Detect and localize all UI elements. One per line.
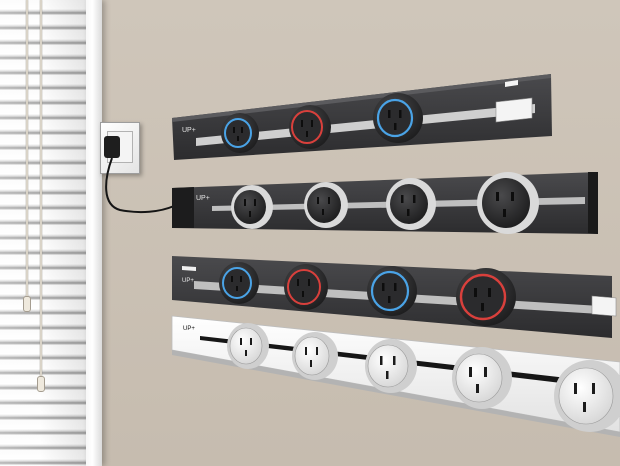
blind-cord[interactable] bbox=[40, 0, 42, 380]
window-frame bbox=[86, 0, 102, 466]
socket-icon[interactable] bbox=[386, 178, 436, 230]
socket-icon[interactable] bbox=[289, 105, 331, 149]
window-blinds-icon bbox=[0, 0, 100, 466]
socket-icon[interactable] bbox=[219, 262, 259, 304]
track-brand: UP+ bbox=[182, 278, 194, 284]
power-track-3: UP+ bbox=[172, 256, 617, 338]
socket-icon[interactable] bbox=[221, 113, 259, 153]
socket-icon[interactable] bbox=[456, 268, 516, 326]
socket-icon[interactable] bbox=[554, 360, 620, 432]
socket-icon[interactable] bbox=[231, 185, 273, 229]
track-brand: UP+ bbox=[196, 195, 210, 202]
cord-tassel[interactable] bbox=[37, 376, 45, 392]
power-track-1: UP+ bbox=[172, 74, 552, 160]
blinds-shading bbox=[0, 0, 100, 466]
blind-cord[interactable] bbox=[26, 0, 28, 300]
socket-icon[interactable] bbox=[477, 172, 539, 234]
socket-icon[interactable] bbox=[304, 182, 348, 228]
socket-icon[interactable] bbox=[292, 332, 338, 380]
cord-tassel[interactable] bbox=[23, 296, 31, 312]
socket-icon[interactable] bbox=[373, 93, 423, 143]
socket-icon[interactable] bbox=[284, 264, 328, 310]
track-brand: UP+ bbox=[183, 326, 195, 332]
power-track-4: UP+ bbox=[171, 315, 620, 437]
socket-icon[interactable] bbox=[452, 347, 512, 409]
power-cord bbox=[105, 157, 175, 214]
plug-icon[interactable] bbox=[104, 136, 120, 158]
power-track-2: UP+ bbox=[172, 172, 598, 234]
socket-icon[interactable] bbox=[365, 339, 417, 393]
socket-icon[interactable] bbox=[227, 323, 269, 369]
track-brand: UP+ bbox=[182, 127, 196, 134]
socket-icon[interactable] bbox=[367, 266, 417, 316]
